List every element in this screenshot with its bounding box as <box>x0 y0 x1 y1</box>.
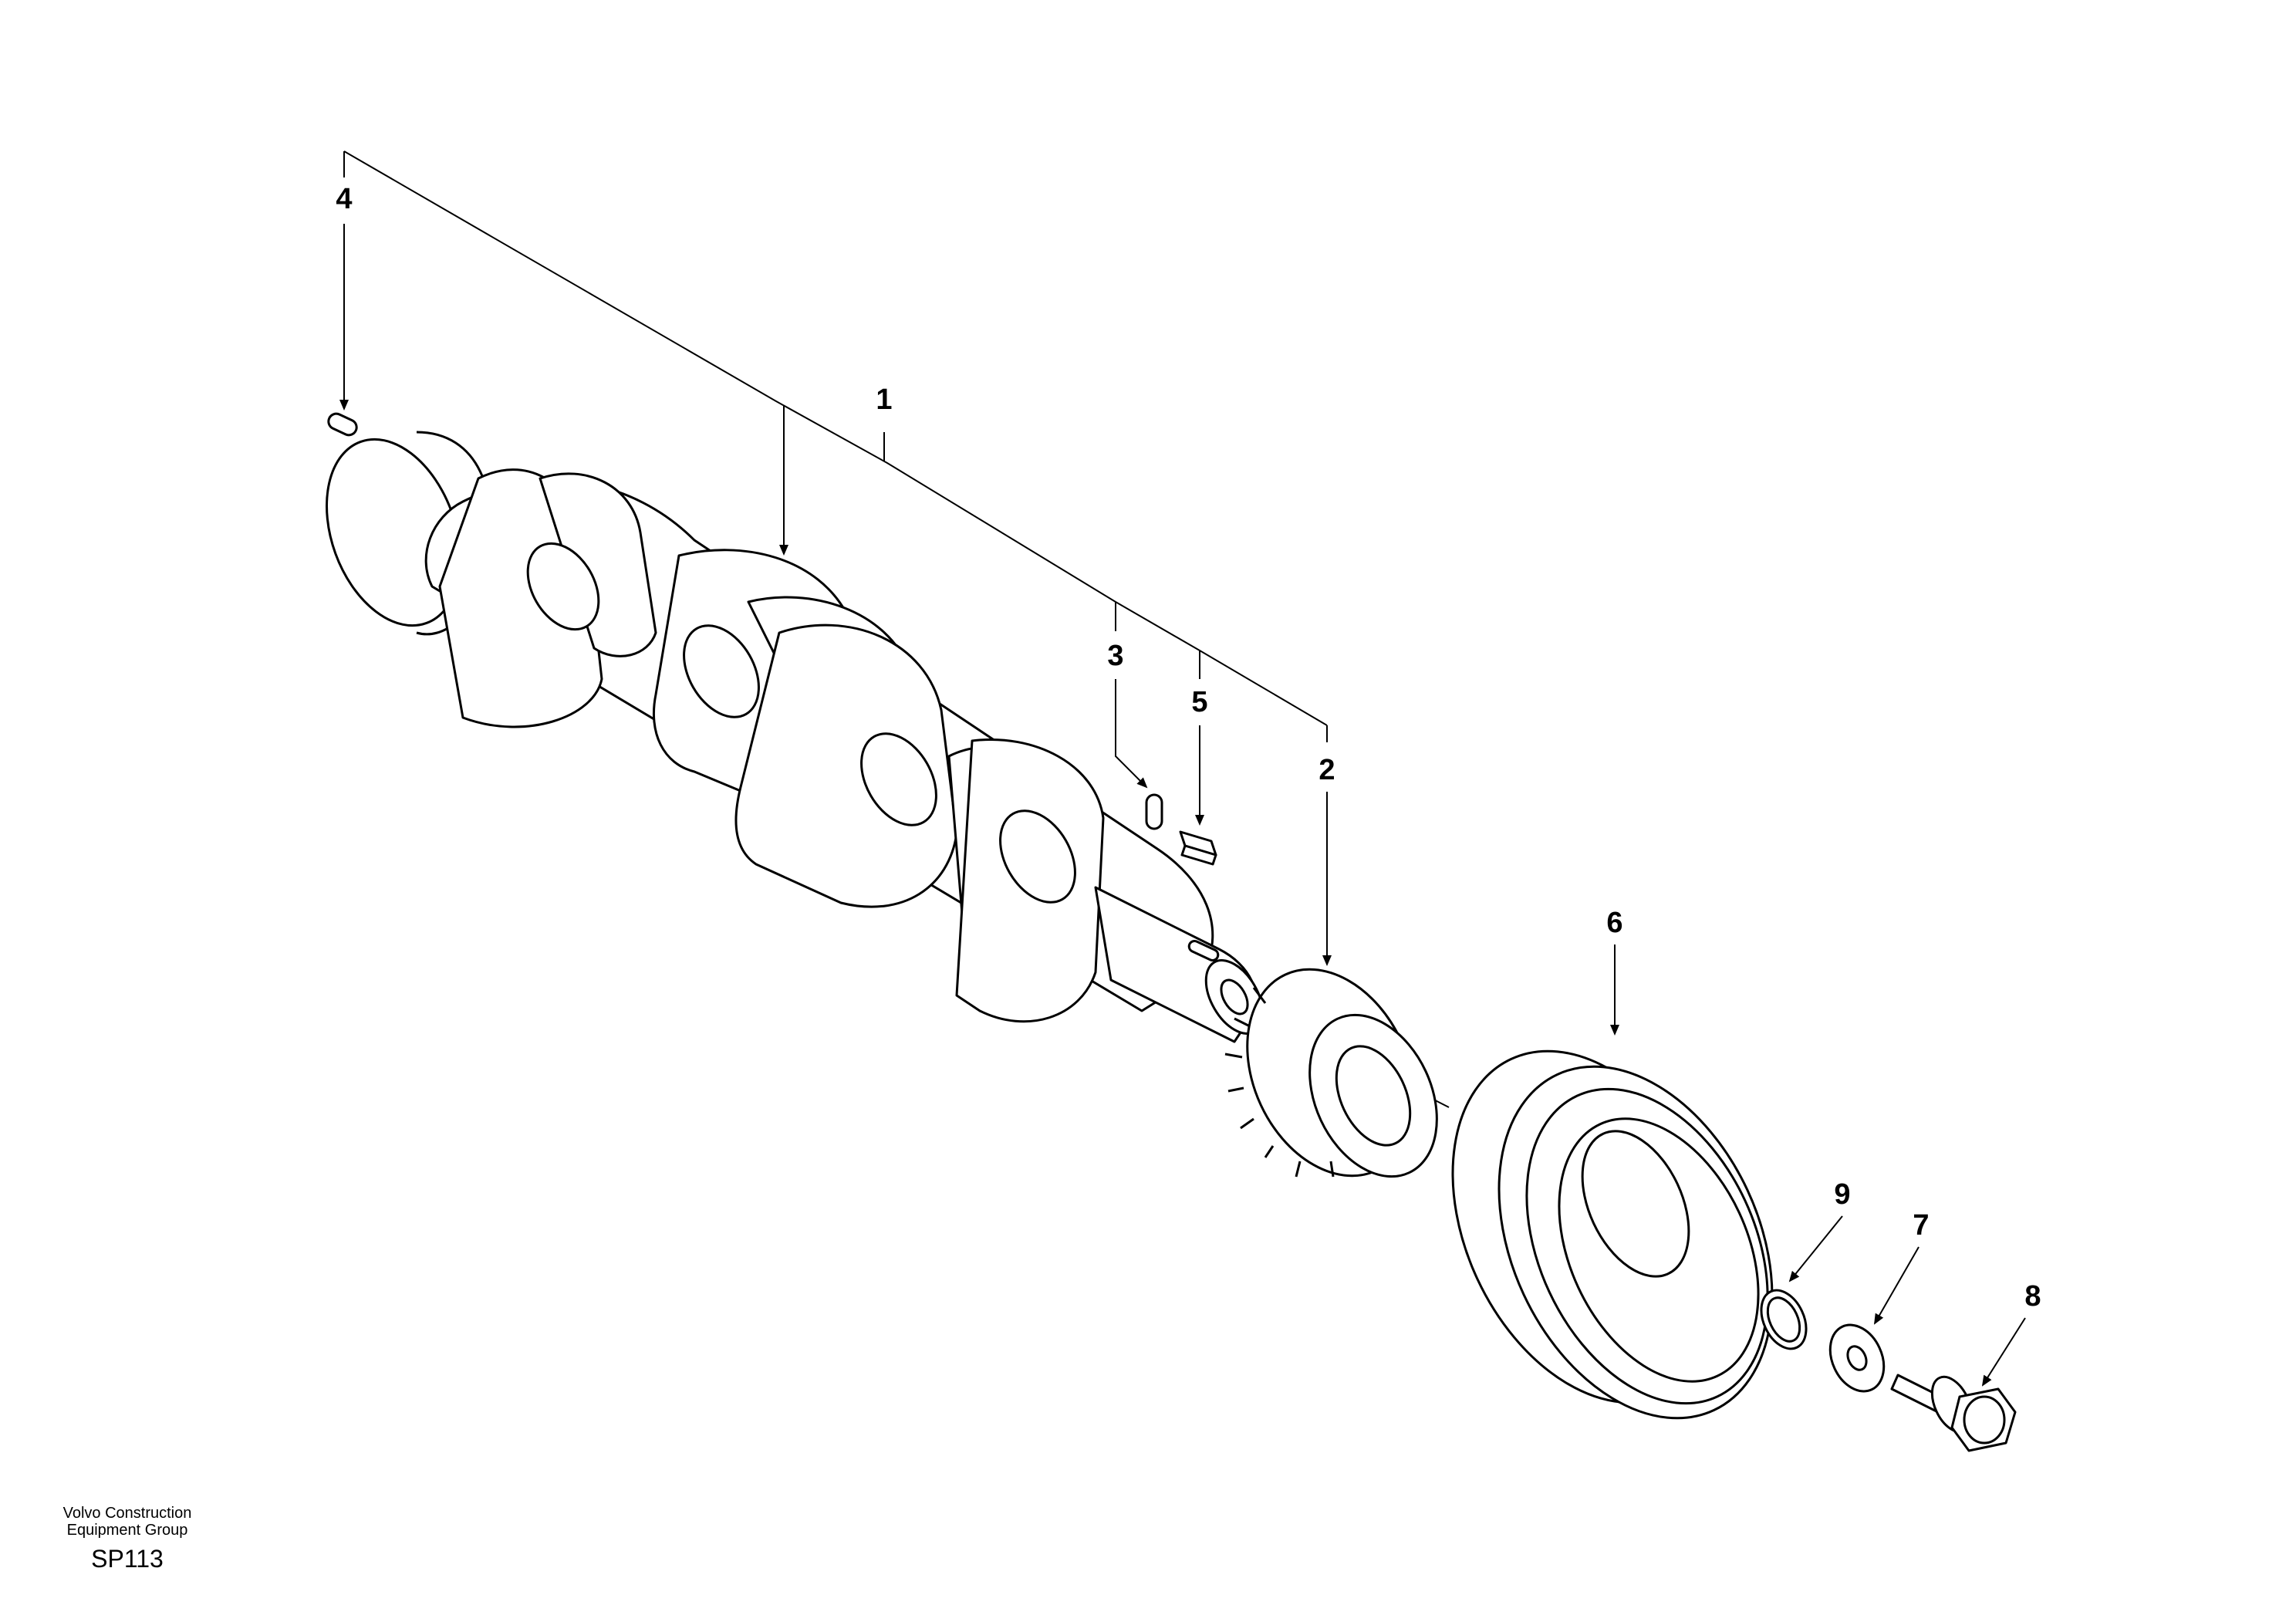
leader-9-arrow <box>1788 1215 1843 1282</box>
callout-5: 5 <box>1191 686 1207 718</box>
washer <box>1828 1323 1886 1393</box>
footer-block: Volvo Construction Equipment Group SP113 <box>31 1505 224 1574</box>
leader-lines <box>339 150 2026 1387</box>
callout-9: 9 <box>1834 1178 1850 1211</box>
dowel-pin-rear <box>327 412 358 437</box>
callout-1: 1 <box>876 384 892 416</box>
callout-6: 6 <box>1606 907 1622 939</box>
callout-3: 3 <box>1107 640 1123 672</box>
leader-7-arrow <box>1874 1246 1920 1325</box>
leader-3-arrow <box>1115 679 1148 789</box>
callout-4: 4 <box>336 183 352 215</box>
dowel-pin-front <box>1145 793 1163 830</box>
leader-8-arrow <box>1981 1317 2026 1387</box>
callout-7: 7 <box>1913 1209 1929 1242</box>
footer-company-line2: Equipment Group <box>66 1522 188 1539</box>
crankshaft-gear <box>1224 968 1438 1178</box>
callout-8: 8 <box>2024 1280 2041 1313</box>
crankshaft-pulley <box>1451 1049 1774 1420</box>
crankshaft <box>326 431 1264 1043</box>
callout-2: 2 <box>1319 754 1335 786</box>
callouts: 4 1 3 5 2 6 9 7 8 <box>336 183 2041 1313</box>
flange-bolt <box>1890 1374 2017 1452</box>
footer-drawing-code: SP113 <box>91 1545 164 1573</box>
o-ring <box>1760 1289 1808 1350</box>
woodruff-key <box>1179 830 1217 866</box>
footer-company-line1: Volvo Construction <box>62 1505 192 1522</box>
assembly-bracket-line <box>343 150 1328 726</box>
